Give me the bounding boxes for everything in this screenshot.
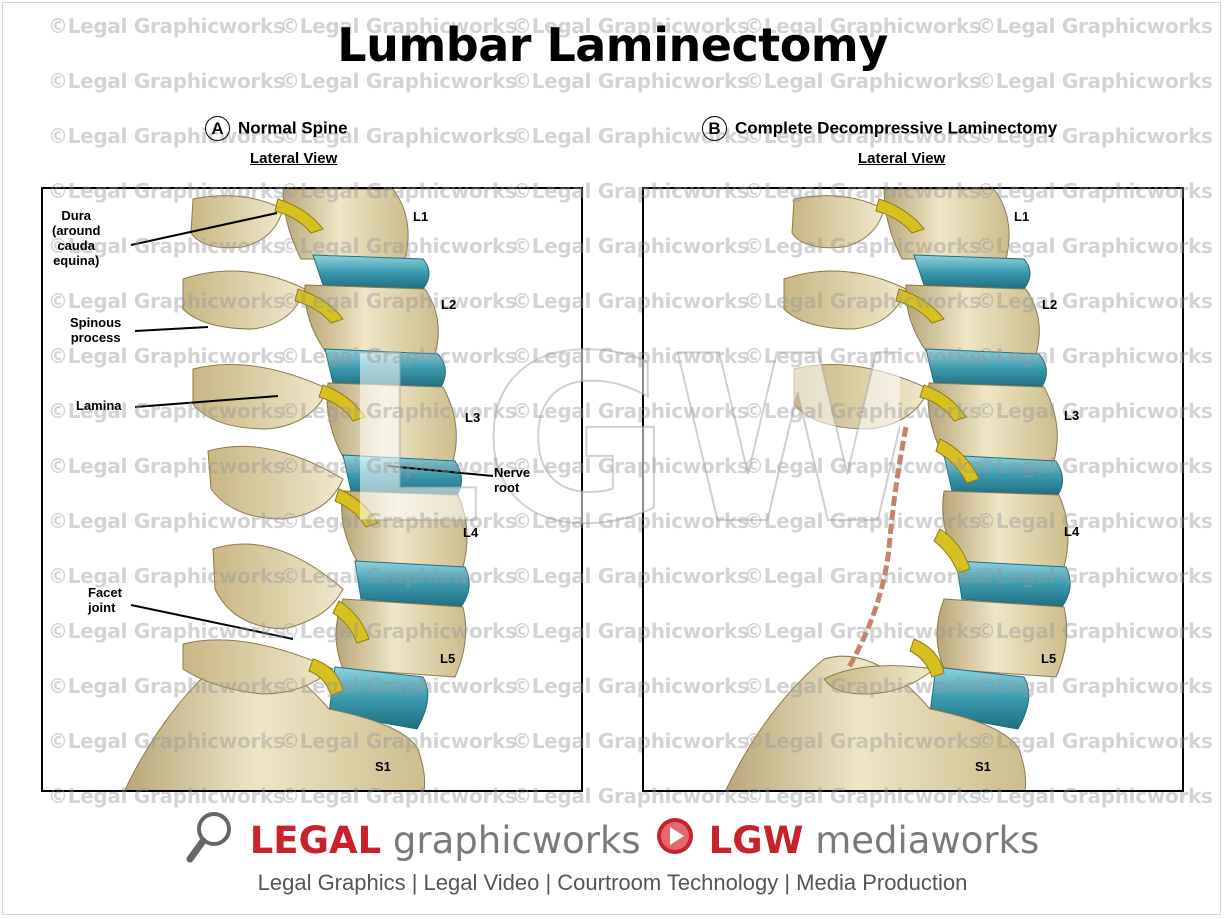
panel-b-vertebra-l1: L1 [1014,209,1030,224]
label-nerve-root: Nerve root [494,465,530,495]
panel-a-heading: A Normal Spine [205,116,348,141]
page-title: Lumbar Laminectomy [337,18,888,72]
panel-a-vertebra-l5: L5 [440,651,456,666]
panel-b-title: Complete Decompressive Laminectomy [735,118,1058,138]
panel-b-vertebra-l4: L4 [1064,524,1080,539]
panel-a-spine-drawing [124,189,494,790]
panel-b-vertebra-l3: L3 [1064,408,1080,423]
panel-b-illustration [642,187,1184,792]
play-icon [655,816,695,865]
label-spinous-line-1: Spinous [70,315,122,330]
footer-tagline: Legal Graphics | Legal Video | Courtroom… [257,870,968,895]
label-facet-line-2: joint [88,600,116,615]
brand-right-bold: LGW [708,818,804,862]
brand-left: LEGAL graphicworks [250,819,641,862]
label-dura-line-3: cauda [57,238,95,253]
panel-a-vertebra-l4: L4 [463,525,479,540]
label-facet-line-1: Facet [88,585,122,600]
label-dura-line-4: equina) [53,253,100,268]
panel-a-letter: A [205,116,230,141]
panel-a-title: Normal Spine [238,118,348,138]
panel-a-vertebra-l1: L1 [413,209,429,224]
label-dura-line-2: (around [52,223,101,238]
label-facet-joint: Facet joint [88,585,122,615]
panel-b-subheading: Lateral View [858,150,946,167]
panel-b-vertebra-l5: L5 [1041,651,1057,666]
panel-b-spine-drawing [725,189,1071,790]
footer-brand: LEGAL graphicworks LGW mediaworks [0,811,1225,868]
label-spinous-line-2: process [70,330,121,345]
panel-b-letter: B [702,116,727,141]
label-dura-line-1: Dura [61,208,91,223]
panel-a-vertebra-l2: L2 [441,297,457,312]
brand-right: LGW mediaworks [709,819,1040,862]
brand-right-light: mediaworks [815,818,1040,862]
label-nerve-line-1: Nerve [494,465,531,480]
brand-left-light: graphicworks [392,818,641,862]
panel-a-illustration [41,187,583,792]
label-nerve-line-2: root [494,480,520,495]
panel-a-vertebra-s1: S1 [375,759,391,774]
panel-b-heading: B Complete Decompressive Laminectomy [702,116,1057,141]
panel-b-vertebra-s1: S1 [975,759,991,774]
label-lamina: Lamina [76,398,122,413]
panel-b-vertebra-l2: L2 [1042,297,1058,312]
brand-left-bold: LEGAL [249,818,382,862]
panel-a-vertebra-l3: L3 [465,410,481,425]
panel-a-subheading: Lateral View [250,150,338,167]
label-spinous-process: Spinous process [70,315,121,345]
label-dura: Dura (around cauda equina) [52,208,100,268]
magnifier-icon [186,809,236,872]
